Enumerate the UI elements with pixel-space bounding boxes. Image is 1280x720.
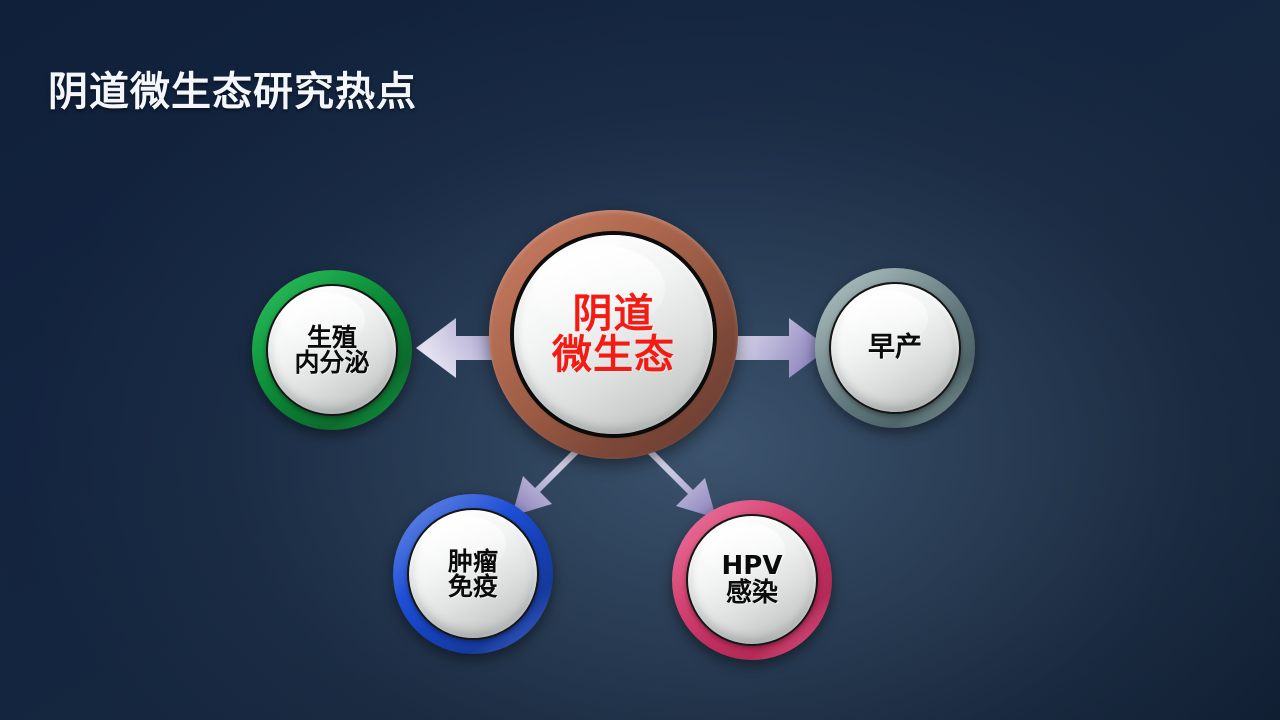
node-face: 早产 — [829, 282, 961, 414]
node-label-line1: 早产 — [868, 332, 922, 364]
node-reproductive-endocrinology[interactable]: 生殖 内分泌 — [252, 270, 412, 430]
node-label-line1: HPV — [721, 551, 783, 582]
node-hpv-infection[interactable]: HPV 感染 — [672, 500, 832, 660]
node-preterm-birth[interactable]: 早产 — [815, 268, 975, 428]
node-label-line1: 肿瘤 — [447, 546, 498, 576]
node-label-line2: 免疫 — [447, 572, 498, 601]
node-face: 生殖 内分泌 — [266, 284, 398, 416]
center-node-label-line2: 微生态 — [552, 331, 675, 378]
center-node-label-line1: 阴道 — [572, 290, 655, 337]
node-label: HPV 感染 — [722, 553, 783, 606]
node-label: 肿瘤 免疫 — [447, 546, 498, 601]
node-tumor-immunity[interactable]: 肿瘤 免疫 — [393, 494, 553, 654]
center-node-face: 阴道 微生态 — [514, 235, 713, 434]
node-label: 早产 — [868, 334, 922, 362]
node-label-line1: 生殖 — [306, 322, 357, 352]
center-ring-outline: 阴道 微生态 — [510, 231, 717, 438]
node-label: 生殖 内分泌 — [294, 322, 370, 377]
node-face: 肿瘤 免疫 — [407, 508, 539, 640]
page-title: 阴道微生态研究热点 — [48, 69, 417, 115]
node-label-line2: 感染 — [725, 578, 778, 608]
node-face: HPV 感染 — [686, 514, 818, 646]
node-center-vaginal-microecology[interactable]: 阴道 微生态 — [489, 210, 738, 459]
node-label-line2: 内分泌 — [294, 348, 370, 377]
center-node-label: 阴道 微生态 — [552, 290, 675, 378]
